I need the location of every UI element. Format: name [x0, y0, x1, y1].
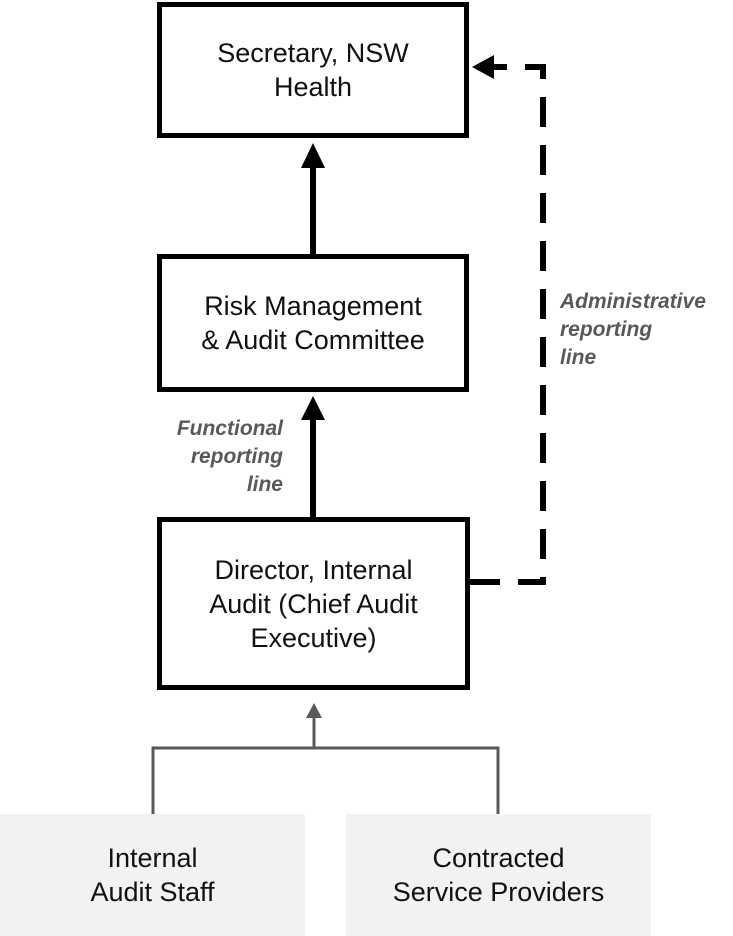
administrative-reporting-label: Administrative reporting line [560, 290, 706, 369]
staff-bracket-line [151, 746, 500, 814]
director-to-committee-arrowhead [301, 396, 325, 420]
contracted-providers-box: Contracted Service Providers [346, 814, 651, 936]
bracket-arrowhead [306, 703, 322, 718]
internal-audit-staff-label: Internal Audit Staff [90, 843, 215, 907]
administrative-dashed-line [470, 64, 546, 585]
committee-to-secretary-arrowhead [301, 143, 325, 168]
secretary-label: Secretary, NSW Health [217, 38, 409, 102]
functional-reporting-label: Functional reporting line [176, 417, 283, 496]
internal-audit-staff-box: Internal Audit Staff [0, 814, 305, 936]
contracted-providers-label: Contracted Service Providers [392, 843, 605, 907]
committee-box: Risk Management & Audit Committee [157, 254, 469, 392]
committee-label: Risk Management & Audit Committee [201, 291, 425, 355]
director-label: Director, Internal Audit (Chief Audit Ex… [209, 554, 418, 653]
director-box: Director, Internal Audit (Chief Audit Ex… [157, 517, 470, 690]
secretary-box: Secretary, NSW Health [157, 2, 469, 138]
administrative-arrowhead [472, 55, 494, 79]
